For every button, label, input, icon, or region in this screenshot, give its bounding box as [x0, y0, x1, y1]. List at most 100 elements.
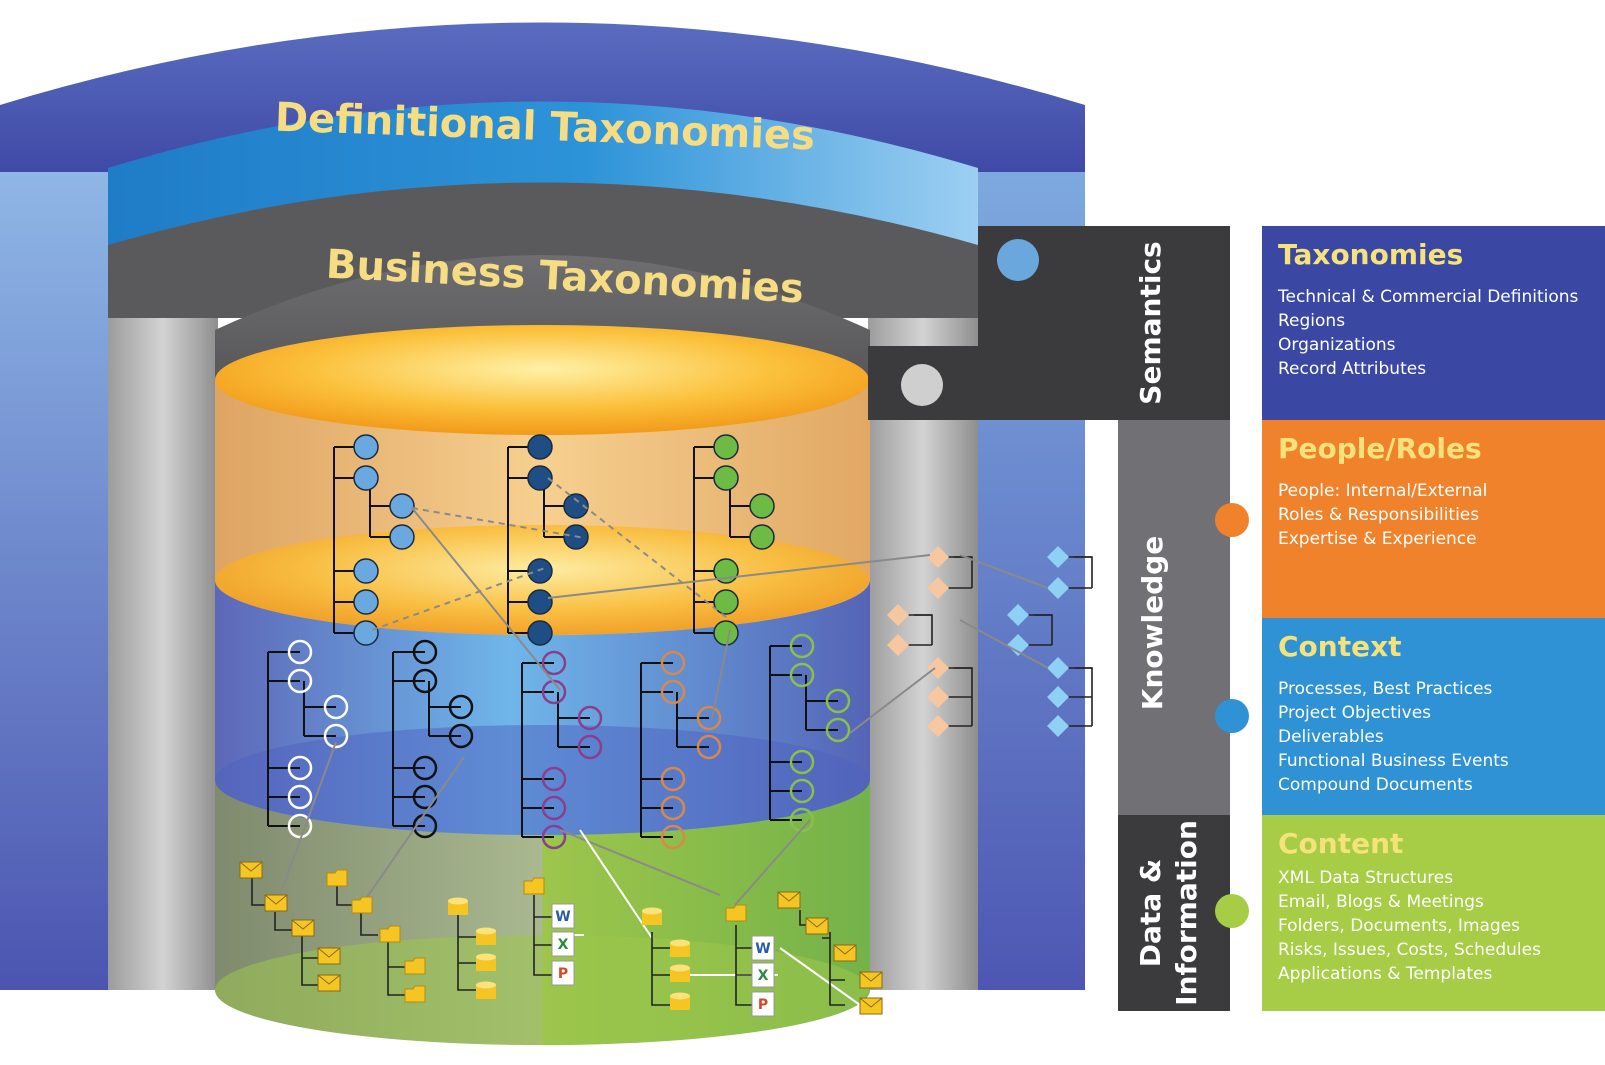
- semantics-gray-dot: [901, 364, 943, 406]
- taxonomy-trees: [267, 434, 1093, 850]
- icon-tree-branch: [735, 925, 752, 1006]
- connector-line: [547, 554, 931, 599]
- taxonomy-tree: [693, 434, 775, 646]
- email-icon: [833, 944, 857, 962]
- email-flap: [833, 944, 857, 955]
- folder-shape: [523, 877, 545, 895]
- taxonomy-tree: [333, 434, 415, 646]
- db-body: [476, 985, 496, 999]
- taxonomy-tree: [521, 650, 603, 850]
- panel-item: Regions: [1278, 311, 1345, 331]
- tree-branches: [333, 446, 402, 634]
- diamond-node: [1047, 546, 1069, 568]
- tree-branches: [769, 645, 838, 821]
- panel-item: Processes, Best Practices: [1278, 679, 1493, 699]
- tree-branches: [507, 446, 576, 634]
- diamond-node: [927, 577, 949, 599]
- tree-node: [412, 755, 438, 781]
- connector-line: [959, 619, 1049, 669]
- panel-item: Roles & Responsibilities: [1278, 505, 1479, 525]
- data-information-label-line1: Data &: [1134, 859, 1167, 968]
- layer-labels: Semantics Knowledge Data & Information: [868, 226, 1230, 1011]
- email-flap: [291, 919, 315, 930]
- panel-title: Context: [1278, 630, 1402, 663]
- tree-node: [660, 679, 686, 705]
- email-flap: [859, 997, 883, 1008]
- tree-node: [789, 633, 815, 659]
- tree-node: [353, 620, 379, 646]
- database-icon: [670, 939, 690, 957]
- diamond-node: [927, 546, 949, 568]
- doc-letter: P: [758, 997, 768, 1013]
- diamond-tree: [927, 546, 973, 599]
- email-flap: [317, 947, 341, 958]
- tree-node: [696, 705, 722, 731]
- connector-line: [734, 819, 811, 906]
- diamond-node: [927, 715, 949, 737]
- folder-shape: [379, 925, 401, 943]
- database-icon: [642, 907, 662, 925]
- diamond-node: [887, 634, 909, 656]
- db-body: [448, 901, 468, 915]
- database-icon: [476, 927, 496, 945]
- panel-item: Deliverables: [1278, 727, 1384, 747]
- excel-icon: X: [751, 962, 775, 988]
- icon-tree-branch: [799, 910, 845, 1006]
- panel-item: Applications & Templates: [1278, 964, 1492, 984]
- connector-line: [364, 756, 465, 901]
- tree-node: [412, 639, 438, 665]
- diamond-node: [927, 686, 949, 708]
- tree-node: [696, 734, 722, 760]
- folder-icon: [404, 985, 426, 1003]
- panel-item: Expertise & Experience: [1278, 529, 1477, 549]
- panel-item: Organizations: [1278, 335, 1396, 355]
- tree-node: [389, 493, 415, 519]
- diamond-tree: [927, 657, 973, 737]
- panel-item: Folders, Documents, Images: [1278, 916, 1520, 936]
- panel-title: Content: [1278, 827, 1403, 860]
- powerpoint-icon: P: [551, 960, 575, 986]
- panel-indicator-dot: [1215, 894, 1249, 928]
- tree-node: [541, 795, 567, 821]
- taxonomy-tree: [392, 639, 474, 839]
- panel-indicator-dot: [1215, 699, 1249, 733]
- panel-item: Compound Documents: [1278, 775, 1473, 795]
- connector-line: [411, 507, 586, 539]
- tree-node: [563, 493, 589, 519]
- email-flap: [859, 971, 883, 982]
- email-icon: [859, 997, 883, 1015]
- email-flap: [239, 861, 263, 872]
- panel-indicator-dot: [1215, 503, 1249, 537]
- diamond-tree: [1007, 604, 1053, 656]
- database-icon: [476, 953, 496, 971]
- database-icon: [670, 964, 690, 982]
- tree-node: [527, 434, 553, 460]
- tree-node: [448, 723, 474, 749]
- connector-line: [547, 477, 731, 621]
- connector-line: [849, 667, 936, 734]
- email-icon: [777, 891, 801, 909]
- tree-node: [541, 766, 567, 792]
- tree-node: [323, 723, 349, 749]
- tree-node: [577, 734, 603, 760]
- knowledge-label: Knowledge: [1136, 536, 1169, 710]
- panel-item: Functional Business Events: [1278, 751, 1509, 771]
- word-icon: W: [751, 935, 775, 961]
- icon-tree-branch: [651, 932, 670, 1006]
- connector-line: [711, 629, 731, 719]
- db-body: [476, 931, 496, 945]
- tree-node: [323, 694, 349, 720]
- tree-node: [353, 434, 379, 460]
- tree-node: [713, 589, 739, 615]
- panel-item: Risks, Issues, Costs, Schedules: [1278, 940, 1541, 960]
- tree-node: [825, 717, 851, 743]
- db-top: [476, 981, 496, 989]
- folder-shape: [351, 896, 373, 914]
- tree-node: [448, 694, 474, 720]
- tree-branches: [267, 651, 336, 827]
- doc-page: [551, 931, 575, 957]
